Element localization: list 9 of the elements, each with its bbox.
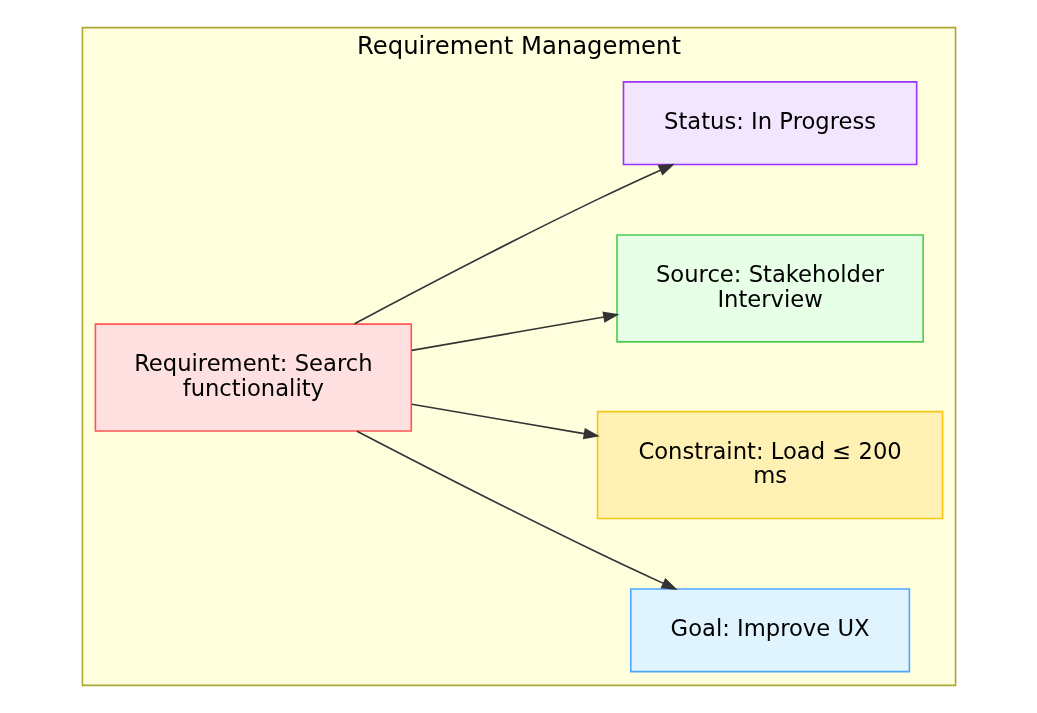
node-box: Source: Stakeholder Interview <box>615 234 924 343</box>
arrow <box>410 403 600 440</box>
node-box: Goal: Improve UX <box>629 588 910 673</box>
node-box: Requirement: Search functionality <box>94 323 412 432</box>
arrow <box>410 311 619 352</box>
node-box: Status: In Progress <box>622 81 917 166</box>
node-box: Constraint: Load ≤ 200 ms <box>596 410 943 520</box>
arrow <box>355 430 678 590</box>
arrow <box>353 163 675 325</box>
